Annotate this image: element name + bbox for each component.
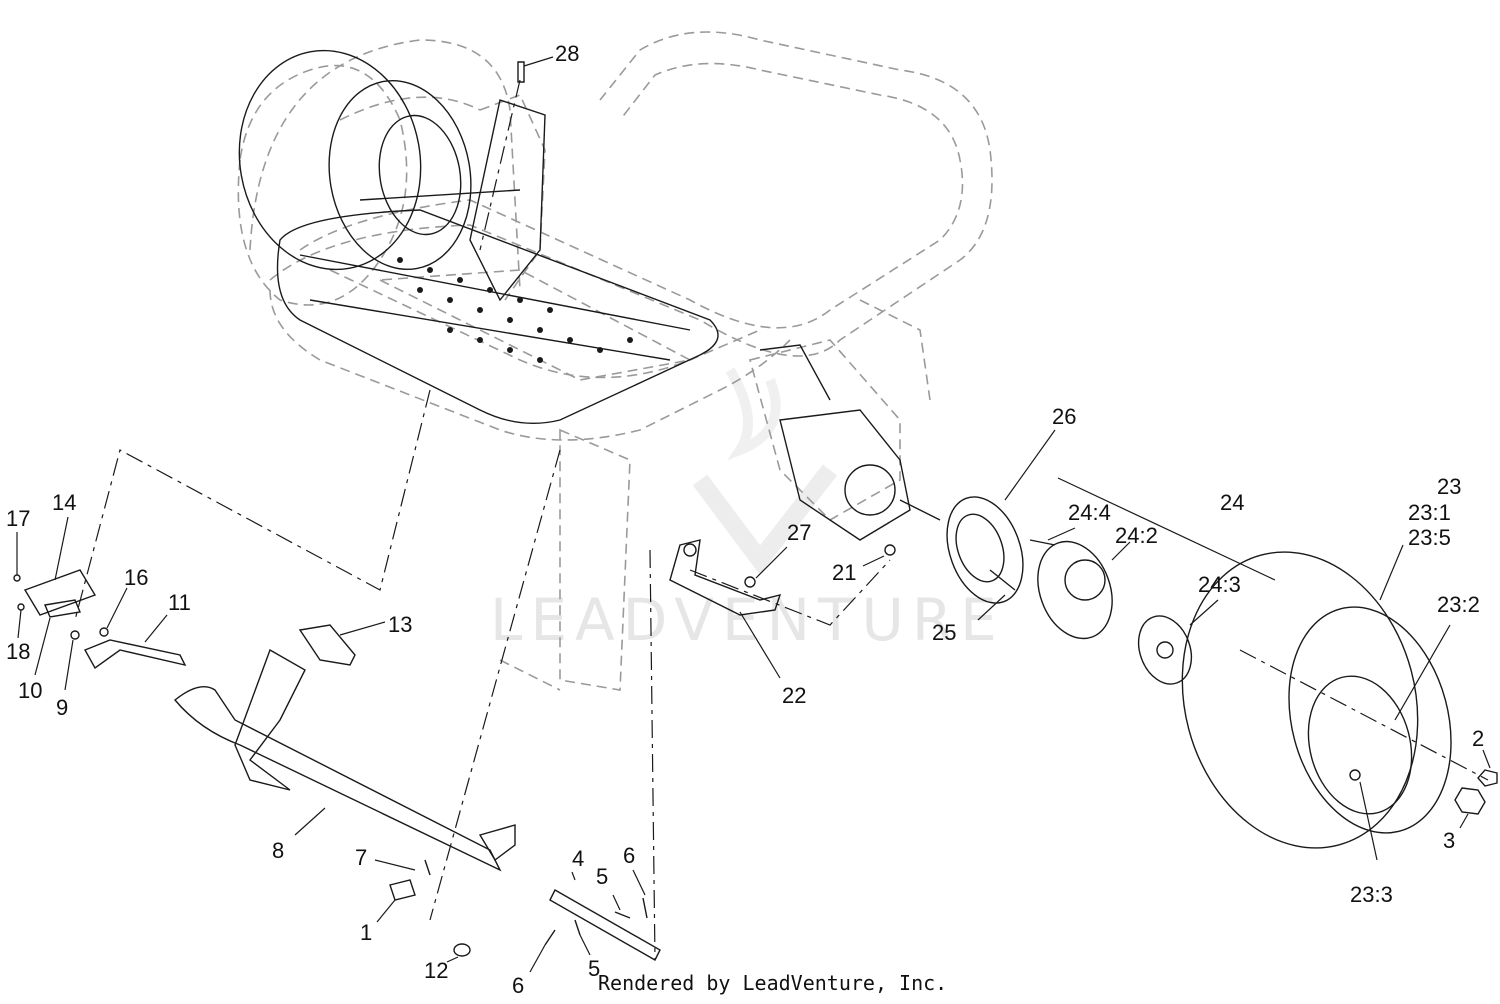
callout-23: 23 bbox=[1437, 474, 1461, 499]
callout-6-upper: 6 bbox=[623, 843, 635, 868]
part-10-plate bbox=[34, 599, 81, 676]
assembly-leaders bbox=[74, 79, 1489, 961]
callout-18: 18 bbox=[6, 639, 30, 664]
part-23-wheel bbox=[1181, 544, 1452, 861]
part-1-bushing bbox=[376, 879, 416, 923]
callout-8: 8 bbox=[272, 838, 284, 863]
part-26-brake-drum bbox=[946, 429, 1056, 604]
part-17-screw bbox=[13, 532, 21, 582]
part-22-brake-arm bbox=[669, 539, 788, 679]
callout-21: 21 bbox=[832, 560, 856, 585]
callout-4: 4 bbox=[572, 846, 584, 871]
part-16-spacer bbox=[99, 587, 128, 637]
render-credit: Rendered by LeadVenture, Inc. bbox=[598, 971, 947, 995]
part-18-screw bbox=[17, 603, 25, 639]
part-14-bracket bbox=[23, 516, 97, 616]
part-13-pedal-pad bbox=[298, 621, 386, 666]
callout-24-2: 24:2 bbox=[1115, 523, 1158, 548]
callout-11: 11 bbox=[168, 590, 191, 615]
operator-platform bbox=[276, 99, 719, 424]
callout-9: 9 bbox=[56, 695, 68, 720]
callout-25: 25 bbox=[932, 620, 956, 645]
part-21-nut bbox=[862, 544, 896, 567]
callout-12: 12 bbox=[424, 958, 448, 983]
part-28-bolt bbox=[517, 56, 554, 83]
part-11-rod bbox=[84, 614, 187, 670]
callout-7: 7 bbox=[355, 845, 367, 870]
watermark-text: LEADVENTURE bbox=[490, 586, 1005, 654]
part-8-pedal-shaft bbox=[174, 648, 516, 872]
callout-27: 27 bbox=[787, 520, 811, 545]
part-2-nut bbox=[1477, 749, 1498, 787]
part-3-nut bbox=[1454, 787, 1486, 829]
callout-17: 17 bbox=[6, 506, 30, 531]
part-24-hub bbox=[1029, 527, 1219, 685]
callout-23-3: 23:3 bbox=[1350, 882, 1393, 907]
callouts: 28 26 24 24:4 24:2 24:3 23 23:1 23:5 23:… bbox=[6, 41, 1484, 998]
callout-2: 2 bbox=[1472, 726, 1484, 751]
callout-3: 3 bbox=[1443, 828, 1455, 853]
callout-16: 16 bbox=[124, 565, 148, 590]
callout-6-lower: 6 bbox=[512, 973, 524, 998]
part-7-pin bbox=[374, 859, 431, 876]
frame-ghost bbox=[237, 31, 993, 691]
transaxle bbox=[759, 344, 941, 541]
part-9-spacer bbox=[64, 630, 80, 691]
callout-23-2: 23:2 bbox=[1437, 592, 1480, 617]
part-5-pin bbox=[574, 894, 631, 956]
callout-24-3: 24:3 bbox=[1198, 572, 1241, 597]
callout-1: 1 bbox=[360, 920, 372, 945]
callout-23-1: 23:1 bbox=[1408, 500, 1451, 525]
callout-24: 24 bbox=[1220, 490, 1244, 515]
watermark-logo bbox=[692, 367, 838, 575]
part-25-bolt bbox=[977, 569, 1016, 621]
rear-left-tire bbox=[238, 49, 472, 271]
callout-22: 22 bbox=[782, 683, 806, 708]
callout-5-upper: 5 bbox=[596, 864, 608, 889]
part-12-washer bbox=[446, 943, 471, 963]
callout-28: 28 bbox=[555, 41, 579, 66]
callout-10: 10 bbox=[18, 678, 42, 703]
callout-5-lower: 5 bbox=[588, 956, 600, 981]
callout-13: 13 bbox=[388, 612, 412, 637]
callout-23-5: 23:5 bbox=[1408, 525, 1451, 550]
part-6-cotter bbox=[529, 869, 648, 973]
part-4-rod bbox=[549, 871, 661, 961]
callout-26: 26 bbox=[1052, 404, 1076, 429]
callout-24-4: 24:4 bbox=[1068, 500, 1111, 525]
callout-14: 14 bbox=[52, 490, 76, 515]
